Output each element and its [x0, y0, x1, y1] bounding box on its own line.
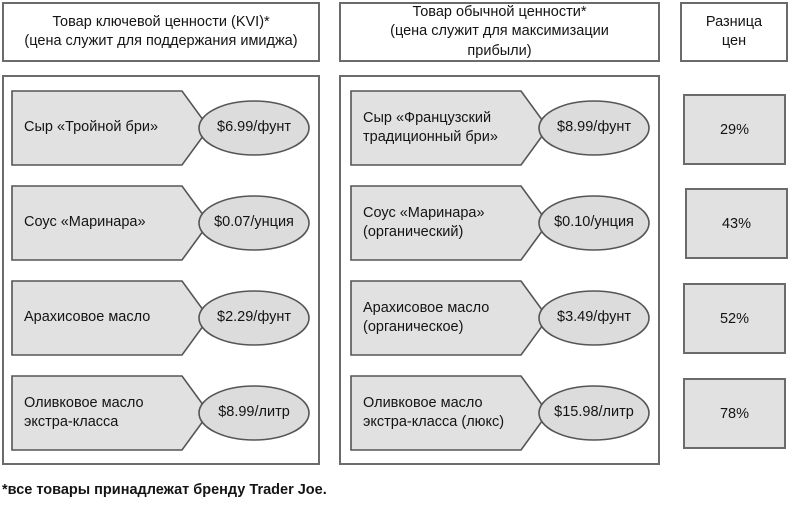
header-regular-text: Товар обычной ценности* (цена служит для…: [390, 3, 609, 60]
kvi-row-4-graphic: [11, 375, 310, 451]
difference-box-4: 78%: [683, 378, 786, 449]
header-regular-line3: прибыли): [467, 42, 532, 59]
regular-row-4-price-ellipse: [538, 385, 650, 441]
kvi-row-3-pentagon: [11, 280, 210, 356]
header-difference: Разница цен: [680, 2, 788, 62]
header-regular-line2: (цена служит для максимизации: [390, 23, 609, 40]
kvi-row-4[interactable]: Оливковое масло экстра-класса $8.99/литр: [4, 362, 320, 458]
header-difference-line2: цен: [721, 33, 747, 49]
difference-value-3: 52%: [719, 310, 750, 327]
footnote: *все товары принадлежат бренду Trader Jo…: [2, 482, 327, 498]
kvi-row-4-price-ellipse: [198, 385, 310, 441]
header-regular: Товар обычной ценности* (цена служит для…: [339, 2, 660, 62]
kvi-row-3[interactable]: Арахисовое масло $2.29/фунт: [4, 267, 320, 363]
regular-row-2-graphic: [350, 185, 650, 261]
difference-value-2: 43%: [721, 215, 752, 232]
kvi-row-3-price-ellipse: [198, 290, 310, 346]
kvi-row-3-graphic: [11, 280, 310, 356]
header-kvi-line2: (цена служит для поддержания имиджа): [24, 33, 298, 49]
header-regular-line1: Товар обычной ценности*: [412, 4, 587, 21]
kvi-row-1-graphic: [11, 90, 310, 166]
kvi-row-1-pentagon: [11, 90, 210, 166]
difference-box-2: 43%: [685, 188, 788, 259]
header-kvi-line1: Товар ключевой ценности (KVI)*: [52, 13, 270, 30]
regular-row-3-pentagon: [350, 280, 549, 356]
panel-kvi: Сыр «Тройной бри» $6.99/фунт Соус «Марин…: [2, 75, 320, 465]
regular-row-4-graphic: [350, 375, 650, 451]
regular-row-1[interactable]: Сыр «Французский традиционный бри» $8.99…: [341, 77, 660, 173]
regular-row-2-pentagon: [350, 185, 549, 261]
kvi-row-2-pentagon: [11, 185, 210, 261]
regular-row-2[interactable]: Соус «Маринара» (органический) $0.10/унц…: [341, 172, 660, 268]
header-kvi: Товар ключевой ценности (KVI)* (цена слу…: [2, 2, 320, 62]
difference-value-4: 78%: [719, 405, 750, 422]
regular-row-1-graphic: [350, 90, 650, 166]
regular-row-3[interactable]: Арахисовое масло (органическое) $3.49/фу…: [341, 267, 660, 363]
kvi-row-2-price-ellipse: [198, 195, 310, 251]
header-kvi-text: Товар ключевой ценности (KVI)* (цена слу…: [24, 13, 297, 51]
kvi-row-2[interactable]: Соус «Маринара» $0.07/унция: [4, 172, 320, 268]
regular-row-3-price-ellipse: [538, 290, 650, 346]
difference-value-1: 29%: [719, 121, 750, 138]
regular-row-3-graphic: [350, 280, 650, 356]
regular-row-1-pentagon: [350, 90, 549, 166]
kvi-row-4-pentagon: [11, 375, 210, 451]
panel-regular: Сыр «Французский традиционный бри» $8.99…: [339, 75, 660, 465]
kvi-row-1-price-ellipse: [198, 100, 310, 156]
regular-row-4-pentagon: [350, 375, 549, 451]
regular-row-2-price-ellipse: [538, 195, 650, 251]
difference-box-3: 52%: [683, 283, 786, 354]
header-difference-line1: Разница: [705, 13, 763, 30]
regular-row-1-price-ellipse: [538, 100, 650, 156]
kvi-row-2-graphic: [11, 185, 310, 261]
header-difference-text: Разница цен: [706, 13, 762, 51]
regular-row-4[interactable]: Оливковое масло экстра-класса (люкс) $15…: [341, 362, 660, 458]
kvi-row-1[interactable]: Сыр «Тройной бри» $6.99/фунт: [4, 77, 320, 173]
difference-box-1: 29%: [683, 94, 786, 165]
